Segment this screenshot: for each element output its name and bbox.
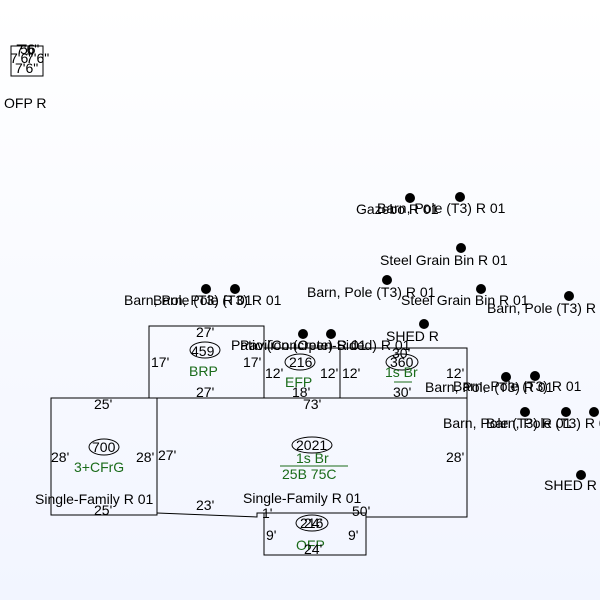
- efp-area: 216 EFP 12' 12' 18': [265, 353, 338, 400]
- point-marker: Gazebo R 01: [356, 193, 439, 217]
- point-marker: Barn, Pole (T3) R 01: [443, 407, 572, 431]
- ofp-small-label: OFP R: [4, 95, 47, 111]
- cfrg-dim-left: 28': [51, 449, 69, 465]
- efp-code: EFP: [285, 374, 312, 390]
- main-label: Single-Family R 01: [243, 490, 361, 506]
- ofp-small-dim: 7'6": [16, 41, 39, 57]
- main-dim-bottom-right: 50': [352, 503, 370, 519]
- building-outlines: [50, 325, 468, 556]
- svg-text:Patio (Concrete) R 01: Patio (Concrete) R 01: [231, 337, 367, 353]
- point-marker: Barn, Pole (T3) R 01: [453, 371, 582, 394]
- point-marker: SHED R: [544, 470, 597, 493]
- cfrg-code: 3+CFrG: [74, 459, 124, 475]
- main-dim-bottom-left: 23': [196, 497, 214, 513]
- ofp-outline: [263, 512, 367, 556]
- svg-text:Gazebo R 01: Gazebo R 01: [356, 201, 439, 217]
- svg-text:Barn, Pole (T3) R 01: Barn, Pole (T3) R 01: [443, 415, 572, 431]
- svg-text:SHED R: SHED R: [386, 328, 439, 344]
- ofp-dim-right: 9': [348, 527, 358, 543]
- porch-dim-bottom: 30': [393, 384, 411, 400]
- point-marker: Barn, Pole (T3) R 01: [425, 372, 554, 395]
- ofp-dim-left: 9': [266, 527, 276, 543]
- ofp-small-dim: 7'6": [10, 50, 33, 66]
- efp-dim-left: 12': [265, 365, 283, 381]
- point-marker: Barn, Pole (T3) R 01: [153, 284, 282, 308]
- cfrg-dim-bottom: 25': [94, 502, 112, 518]
- main-code: 1s Br: [296, 450, 329, 466]
- cfrg-dim-top: 25': [94, 396, 112, 412]
- svg-text:Barn, Pole (T3) R 01: Barn, Pole (T3) R 01: [453, 378, 582, 394]
- main-dim-left: 27': [158, 447, 176, 463]
- cfrg-number: 700: [92, 439, 116, 455]
- cfrg-outline: [50, 397, 158, 516]
- porch-dim-right: 12': [446, 365, 464, 381]
- point-marker: Pavilion (Open-Sided) R 01: [240, 329, 411, 353]
- brp-dim-bottom: 27': [196, 384, 214, 400]
- porch-dim-top: 30': [392, 345, 410, 361]
- main-dim-top: 73': [303, 396, 321, 412]
- main-area: 2021 1s Br 25B 75C 73' 27' 28' 23' 50' 1…: [158, 396, 464, 521]
- brp-dim-top: 27': [196, 324, 214, 340]
- porch-dim-left: 12': [342, 365, 360, 381]
- porch-code: 1s Br: [385, 364, 418, 380]
- cfrg-area: 700 3+CFrG 25' 25' 28' 28' Single-Family…: [35, 396, 154, 518]
- porch-number: 360: [390, 354, 414, 370]
- svg-text:Barn, Pole (T3) R 01: Barn, Pole (T3) R 01: [124, 292, 253, 308]
- brp-code: BRP: [189, 363, 218, 379]
- ofp-small-dim: 7'6": [26, 50, 49, 66]
- efp-dim-bottom: 18': [292, 384, 310, 400]
- main-number: 2021: [296, 437, 327, 453]
- cfrg-label: Single-Family R 01: [35, 491, 153, 507]
- svg-text:SHED R: SHED R: [544, 477, 597, 493]
- svg-text:Barn, Pole (T3) R 01: Barn, Pole (T3) R 01: [307, 284, 436, 300]
- ofp-code: OFP: [296, 537, 325, 553]
- outbuilding-points: Gazebo R 01 Barn, Pole (T3) R 01 Steel G…: [124, 192, 600, 493]
- svg-text:Barn, Pole (T3) R 01: Barn, Pole (T3) R 01: [425, 379, 554, 395]
- point-marker: Barn, Pole (T3) R 01: [486, 407, 600, 431]
- ofp-number: 216: [300, 515, 324, 531]
- main-dim-right: 28': [446, 449, 464, 465]
- porch-area: 360 1s Br 30' 30' 12' 12': [342, 345, 464, 400]
- ofp-small-area: 7'6" 7'6" 7'6" 7'6" 56 OFP R: [4, 41, 49, 111]
- brp-area: 459 BRP 27' 27' 17' 17': [151, 324, 261, 400]
- ofp-dim-top: 24': [304, 515, 322, 531]
- ofp-small-dim: 7'6": [15, 60, 38, 76]
- point-marker: Barn, Pole (T3) R 01: [124, 284, 253, 308]
- point-marker: Patio (Concrete) R 01: [231, 329, 367, 353]
- efp-number: 216: [289, 354, 313, 370]
- point-marker: Steel Grain Bin R 01: [380, 243, 508, 268]
- brp-dim-right: 17': [243, 354, 261, 370]
- ofp-dim-bottom: 24': [304, 541, 322, 557]
- point-marker: Barn, Pole (T3) R 01: [307, 275, 436, 300]
- main-dim-notch: 1': [262, 505, 272, 521]
- point-marker: Barn, Pole (T3) R 01: [377, 192, 506, 216]
- svg-text:Barn, Pole (T3) R 01: Barn, Pole (T3) R 01: [153, 292, 282, 308]
- svg-text:Pavilion (Open-Sided) R 01: Pavilion (Open-Sided) R 01: [240, 337, 411, 353]
- point-marker: Barn, Pole (T3) R 01: [487, 291, 600, 316]
- efp-dim-right: 12': [320, 365, 338, 381]
- point-marker: SHED R: [386, 319, 439, 344]
- ofp-small-code: 56: [20, 41, 36, 57]
- main-code2: 25B 75C: [282, 466, 336, 482]
- point-marker: Steel Grain Bin R 01: [401, 284, 529, 308]
- brp-number: 459: [191, 343, 215, 359]
- svg-text:Steel Grain Bin R 01: Steel Grain Bin R 01: [380, 252, 508, 268]
- brp-dim-left: 17': [151, 354, 169, 370]
- svg-text:Steel Grain Bin R 01: Steel Grain Bin R 01: [401, 292, 529, 308]
- svg-text:Barn, Pole (T3) R 01: Barn, Pole (T3) R 01: [377, 200, 506, 216]
- svg-text:Barn, Pole (T3) R 01: Barn, Pole (T3) R 01: [487, 300, 600, 316]
- cfrg-dim-right: 28': [136, 449, 154, 465]
- ofp-area: 216 OFP 24' 24' 9' 9': [266, 514, 358, 557]
- svg-text:Barn, Pole (T3) R 01: Barn, Pole (T3) R 01: [486, 415, 600, 431]
